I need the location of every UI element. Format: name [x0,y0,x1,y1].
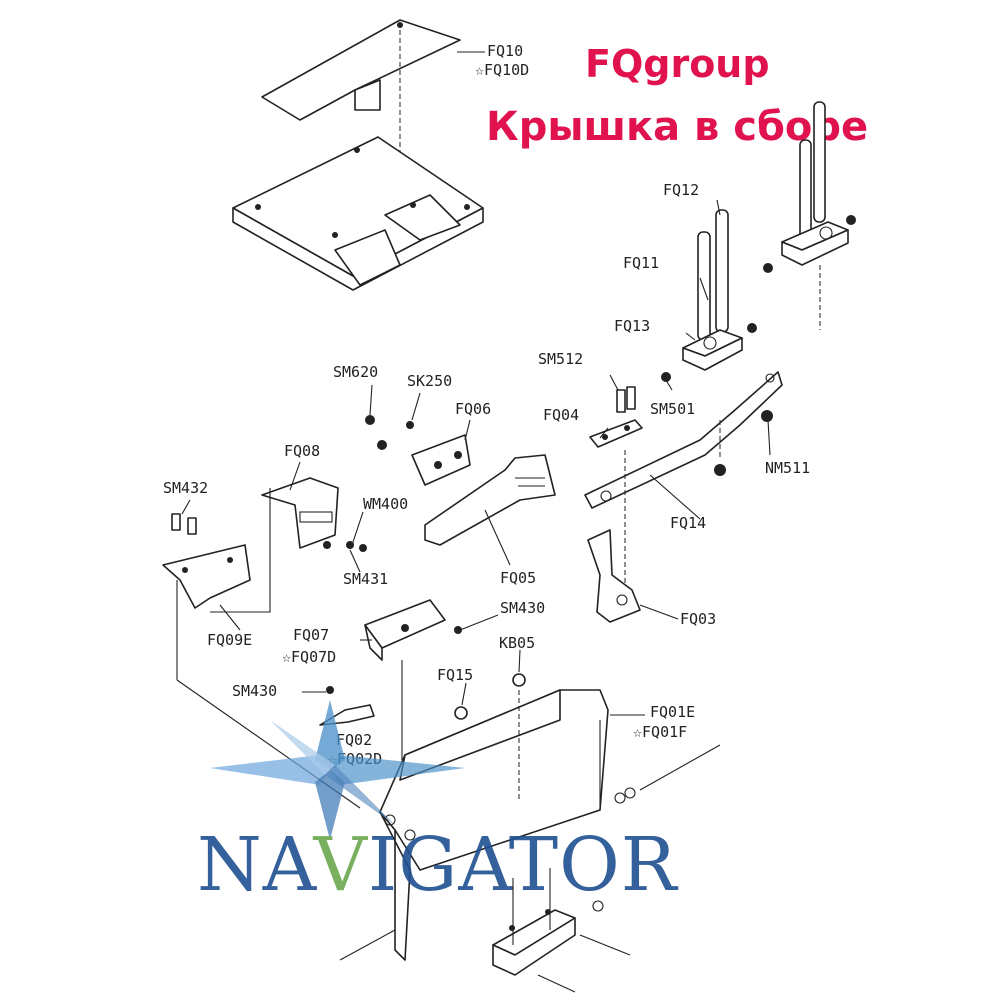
part-fq01e-housing [379,689,609,961]
label-kb05: KB05 [499,634,535,652]
label-fq07: FQ07 [293,626,329,644]
label-fq09e: FQ09E [207,631,252,649]
label-fq10d: ☆FQ10D [475,61,529,79]
label-fq01f: ☆FQ01F [633,723,687,741]
label-sm432: SM432 [163,479,208,497]
part-kb05-knob [512,673,526,687]
label-fq04: FQ04 [543,406,579,424]
label-fq02: FQ02 [336,731,372,749]
part-fq04-plate [589,419,643,448]
label-sm430b: SM430 [232,682,277,700]
label-sm501: SM501 [650,400,695,418]
navigator-watermark: NAVIGATOR [197,700,679,908]
label-sm512: SM512 [538,350,583,368]
label-fq07d: ☆FQ07D [282,648,336,666]
part-right-rods [799,101,826,241]
part-base-board [232,136,484,291]
part-fq10-plate [261,19,461,121]
part-fq15-knob [454,706,468,720]
part-sm512-screws [616,386,636,413]
part-fq13-block [661,323,757,382]
part-fq11-rod [697,231,711,341]
label-fq14: FQ14 [670,514,706,532]
part-fq06-bracket [411,434,471,486]
part-fq09e-bracket [162,544,251,609]
watermark-text: NAVIGATOR [197,822,679,908]
label-nm511: NM511 [765,459,810,477]
watermark-text-v: V [313,822,369,908]
part-fq14-lever [584,371,783,509]
label-fq10: FQ10 [487,42,523,60]
label-fq05: FQ05 [500,569,536,587]
part-right-block [763,215,856,273]
part-fq05-arm [424,454,556,546]
part-hinge-block [492,868,576,976]
part-fq08-bracket [261,477,339,549]
part-fq03-bracket [587,529,641,623]
part-labels: FQ10 ☆FQ10D FQ12 FQ11 FQ13 SM512 SM501 S… [163,42,810,768]
part-sm432-screws [171,513,197,535]
label-fq12: FQ12 [663,181,699,199]
label-fq15: FQ15 [437,666,473,684]
label-fq08: FQ08 [284,442,320,460]
diagram-title: FQgroup [585,42,770,86]
label-fq13: FQ13 [614,317,650,335]
label-fq01e: FQ01E [650,703,695,721]
part-fq01e-screws [614,744,721,804]
leader-lines [181,51,771,716]
part-fq12-rod [715,209,729,333]
label-fq06: FQ06 [455,400,491,418]
compass-star-icon [210,700,465,840]
label-wm400: WM400 [363,495,408,513]
label-sk250: SK250 [407,372,452,390]
label-fq03: FQ03 [680,610,716,628]
label-sm620: SM620 [333,363,378,381]
label-sm430a: SM430 [500,599,545,617]
part-fq07-plate [364,599,462,661]
watermark-text-part1: NA [197,822,318,908]
label-fq11: FQ11 [623,254,659,272]
watermark-text-part2: IGATOR [368,822,679,908]
label-sm431: SM431 [343,570,388,588]
